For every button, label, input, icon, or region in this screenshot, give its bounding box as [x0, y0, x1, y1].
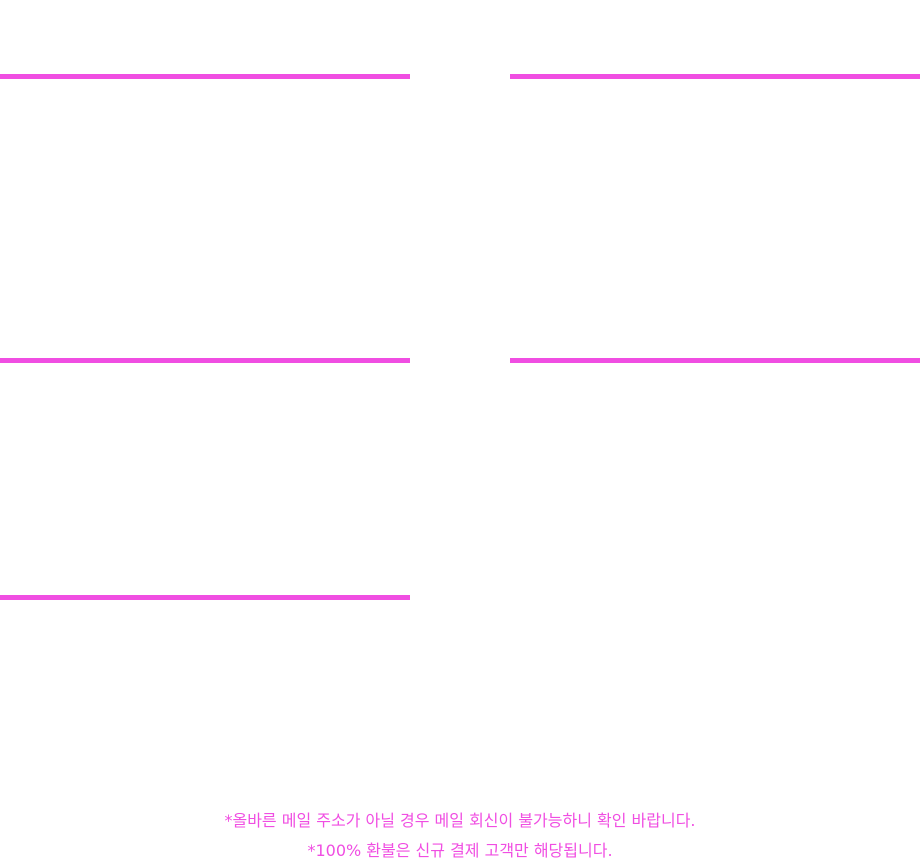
notice-line-email: *올바른 메일 주소가 아닐 경우 메일 회신이 불가능하니 확인 바랍니다. — [224, 811, 696, 830]
field-input-2[interactable] — [510, 80, 920, 180]
form-field-5 — [0, 595, 410, 715]
field-underline — [0, 595, 410, 600]
field-underline — [510, 74, 920, 79]
field-underline — [0, 74, 410, 79]
field-underline — [0, 358, 410, 363]
field-input-5[interactable] — [0, 601, 410, 701]
field-input-4[interactable] — [510, 364, 920, 464]
notice-line-refund: *100% 환불은 신규 결제 고객만 해당됩니다. — [307, 841, 613, 860]
form-field-1 — [0, 74, 410, 194]
form-field-2 — [510, 74, 920, 194]
field-input-3[interactable] — [0, 364, 410, 464]
form-field-3 — [0, 358, 410, 478]
form-field-4 — [510, 358, 920, 478]
field-input-1[interactable] — [0, 80, 410, 180]
field-underline — [510, 358, 920, 363]
notice-text: *올바른 메일 주소가 아닐 경우 메일 회신이 불가능하니 확인 바랍니다. … — [0, 806, 920, 866]
